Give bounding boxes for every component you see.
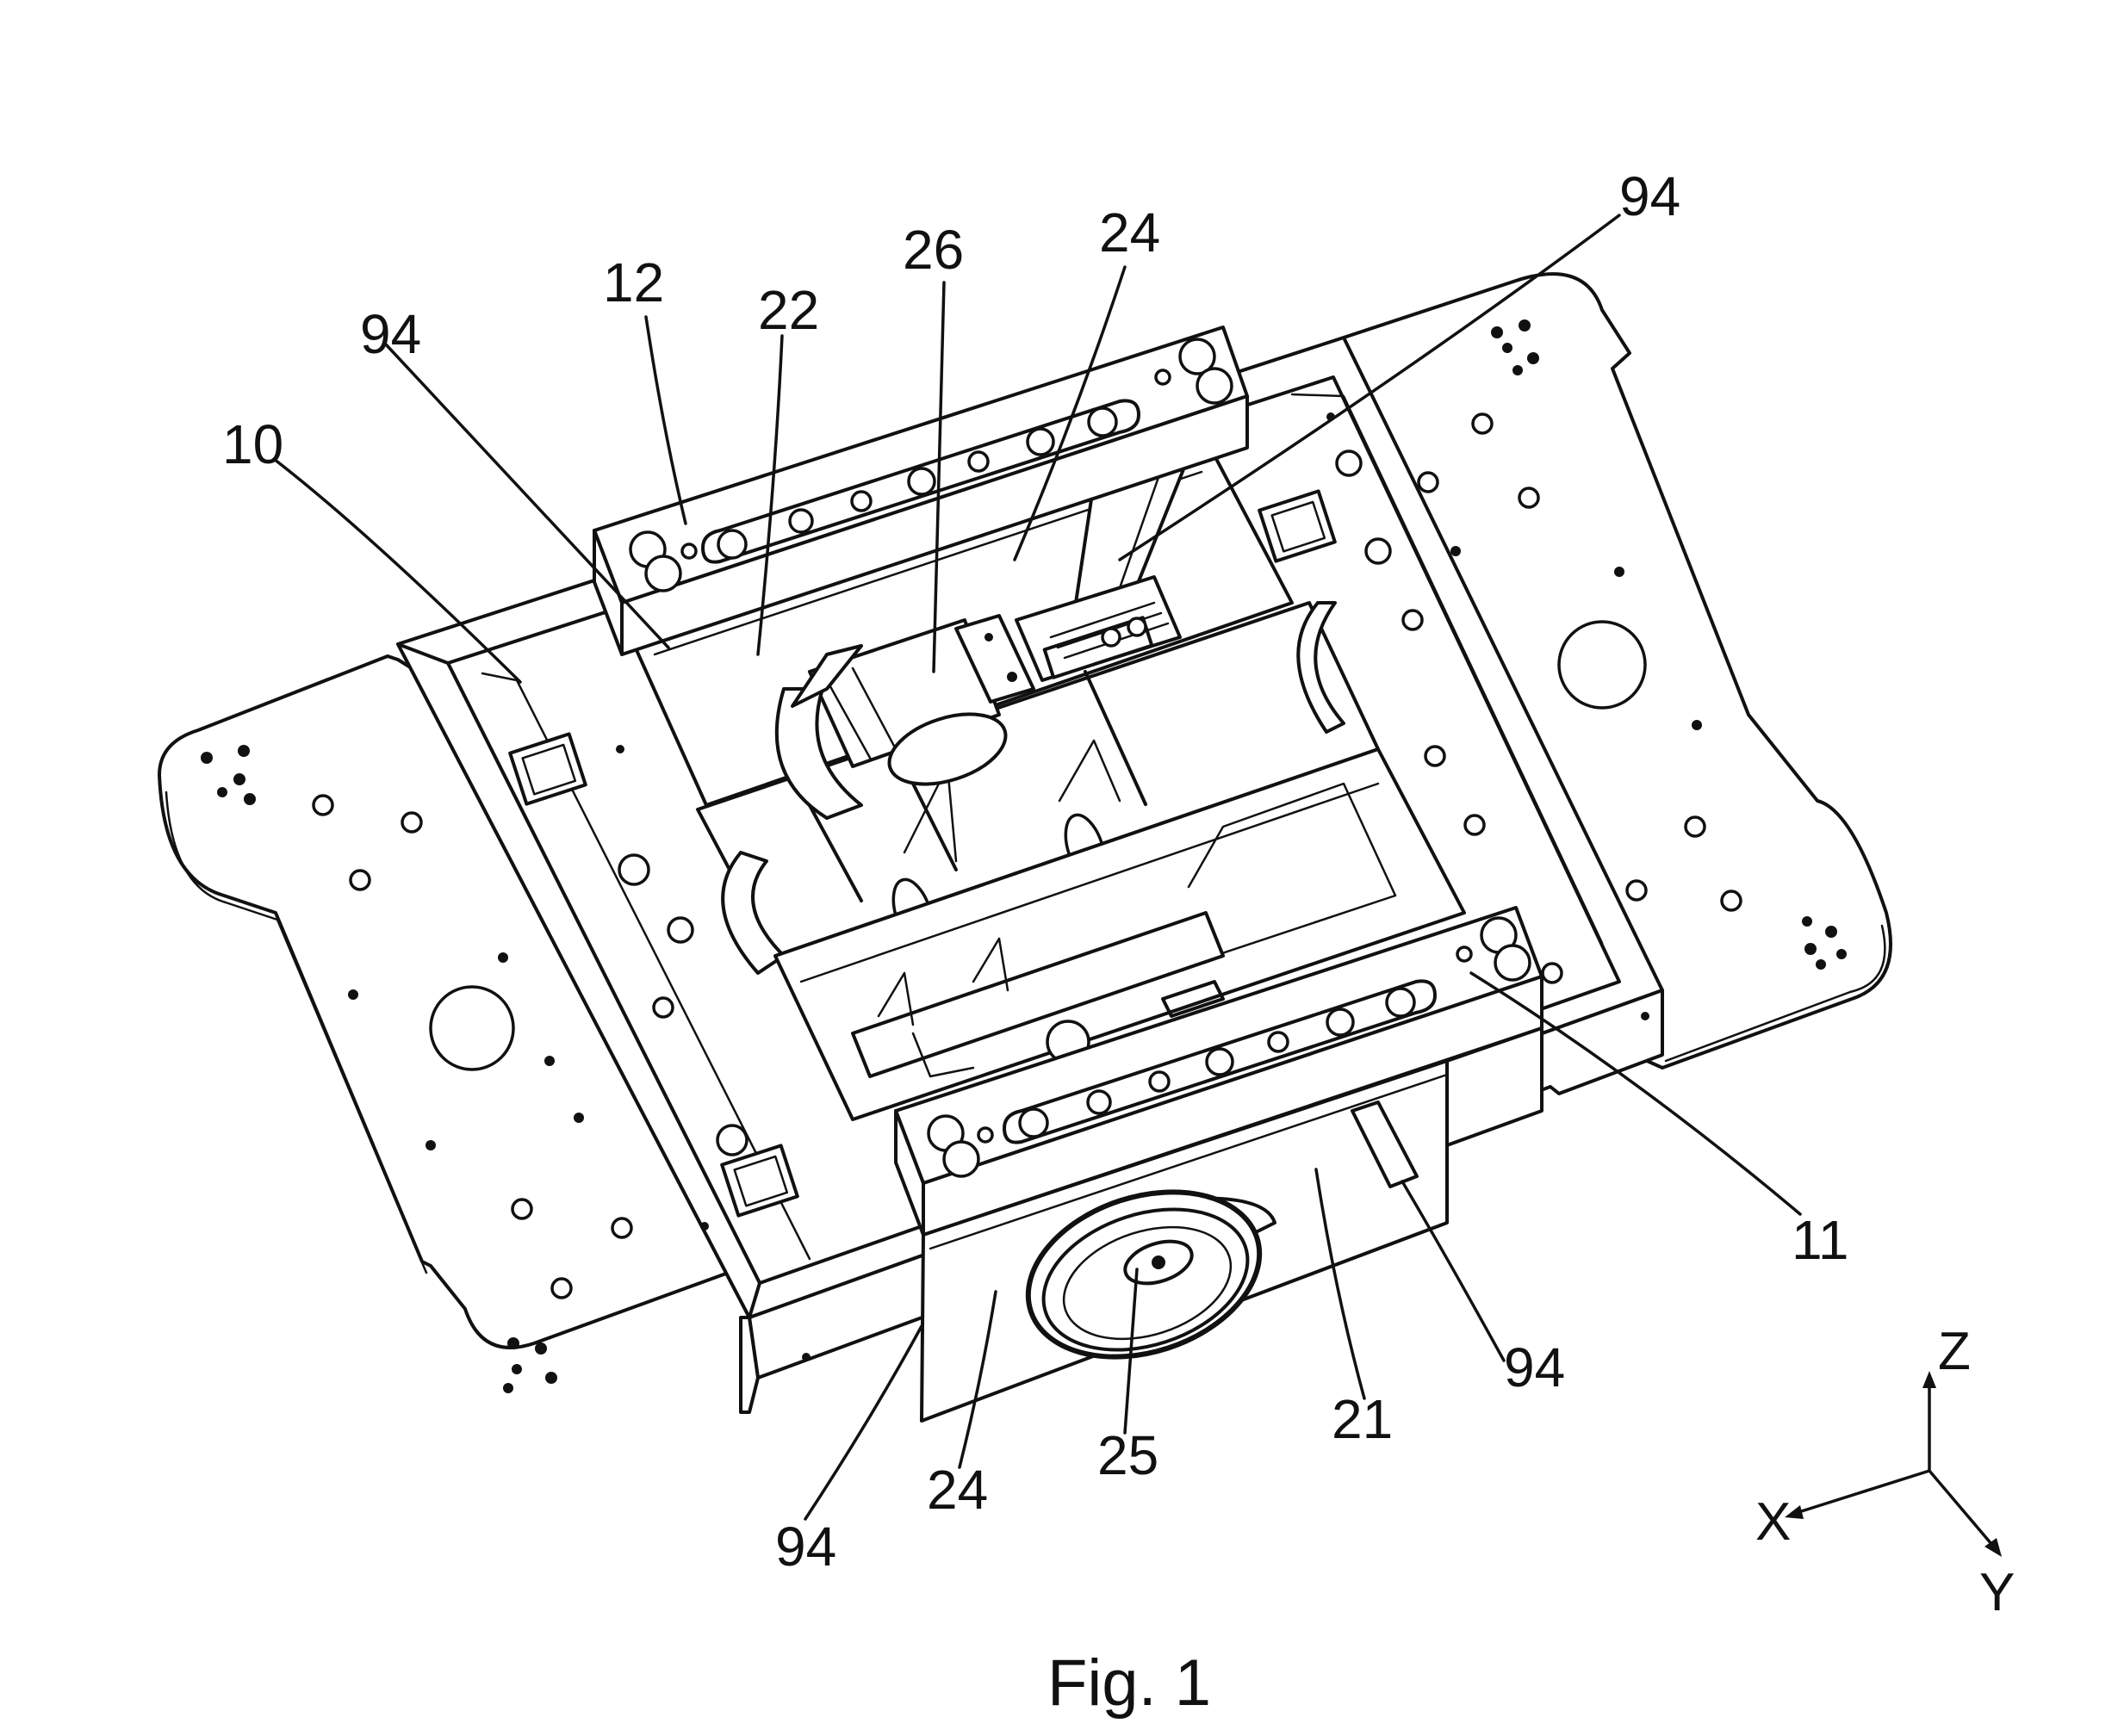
ref-21: 21: [1332, 1388, 1393, 1450]
back-rail-holes: [629, 338, 1233, 592]
x-axis-label: X: [1755, 1492, 1791, 1552]
ref-94-top-right: 94: [1619, 165, 1680, 227]
leader-24-top: [1013, 265, 1127, 561]
ref-94-bottom-right: 94: [1504, 1336, 1565, 1398]
leader-94-top-right: [1118, 214, 1621, 561]
x-axis-arrow-icon: [1785, 1505, 1804, 1519]
ref-10: 10: [222, 413, 283, 475]
leader-10: [272, 457, 522, 684]
leader-94-top-left: [384, 343, 670, 649]
leader-94-bottom-left: [804, 1324, 923, 1521]
leader-25: [1123, 1268, 1139, 1435]
ref-24-top: 24: [1099, 202, 1160, 264]
leader-24-bottom: [958, 1290, 997, 1469]
back-rail-bar: [593, 326, 1249, 656]
z-axis-arrow-icon: [1922, 1371, 1936, 1388]
y-axis-arrow-icon: [1984, 1538, 2002, 1557]
leader-22: [756, 334, 784, 656]
drive-unit: [774, 575, 1182, 820]
frame-side-holes: [616, 412, 1649, 1361]
leader-94-bottom-right: [1401, 1180, 1506, 1362]
ref-94-top-left: 94: [360, 303, 421, 365]
leader-11: [1469, 971, 1802, 1216]
z-axis-label: Z: [1938, 1322, 1971, 1381]
reference-numerals: 10 94 12 22 26 24 94 11 94 21 25 24 94: [222, 165, 1848, 1578]
front-rail-holes: [927, 916, 1531, 1178]
leader-21: [1314, 1168, 1366, 1400]
figure-caption: Fig. 1: [1047, 1646, 1211, 1720]
y-axis-label: Y: [1979, 1563, 2015, 1622]
leader-lines: [272, 214, 1802, 1521]
ref-26: 26: [903, 219, 964, 281]
large-bore-right: [1557, 620, 1647, 710]
front-wall: [920, 1026, 1543, 1423]
x-axis-line: [1792, 1469, 1931, 1516]
large-bore-left: [429, 985, 515, 1071]
ref-11: 11: [1792, 1209, 1848, 1271]
ref-24-bottom: 24: [927, 1459, 988, 1521]
leader-26: [932, 281, 946, 673]
leader-12: [644, 315, 687, 525]
coordinate-axes: Z X Y: [1755, 1322, 2015, 1622]
right-plate-holes: [1417, 319, 1847, 970]
y-axis-line: [1928, 1469, 1998, 1552]
ref-25: 25: [1097, 1424, 1158, 1486]
left-plate-holes: [201, 745, 633, 1393]
ref-12: 12: [603, 251, 664, 313]
ref-22: 22: [758, 279, 819, 341]
ref-94-bottom-left: 94: [775, 1516, 836, 1578]
front-rail-bar: [894, 906, 1543, 1237]
